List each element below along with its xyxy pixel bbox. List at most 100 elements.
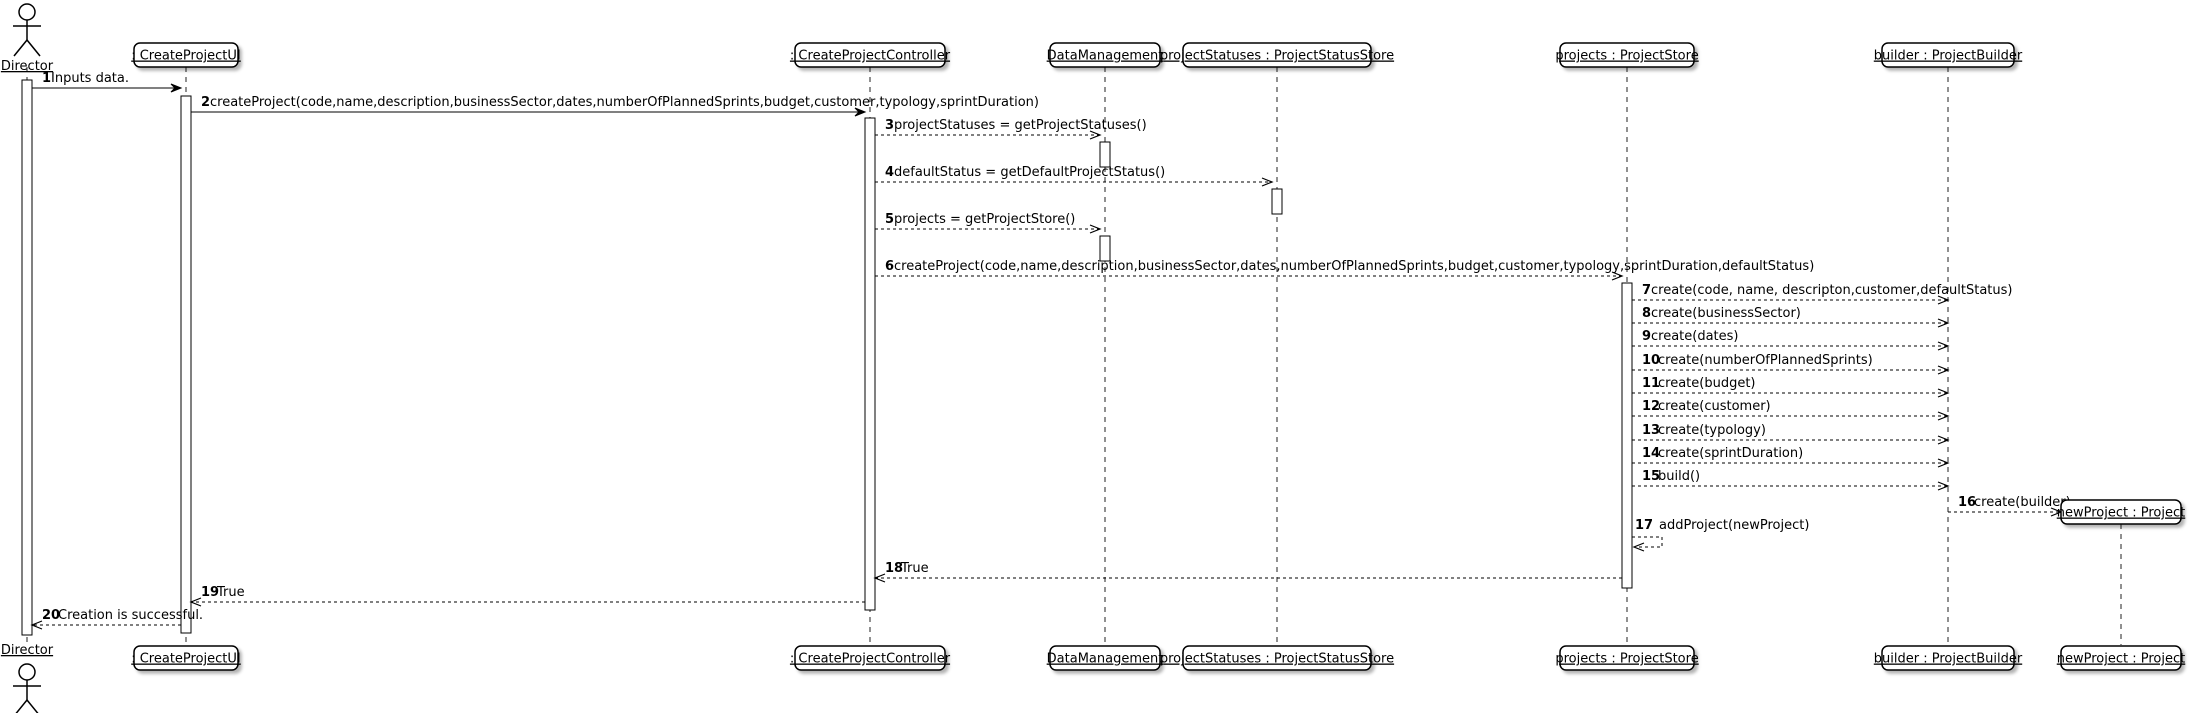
participant-label: projectStatuses : ProjectStatusStore (1160, 49, 1394, 64)
participant-ui: : CreateProjectUI (131, 645, 241, 671)
participant-label: newProject : Project (2057, 652, 2185, 667)
message-number: 13 (1642, 423, 1660, 438)
participant-label: newProject : Project (2057, 506, 2185, 521)
participant-label: DataManagement (1047, 652, 1164, 667)
participant-label: builder : ProjectBuilder (1874, 49, 2023, 64)
message-label: create(customer) (1658, 399, 1771, 414)
message-label: True (900, 561, 929, 576)
message-label: create(numberOfPlannedSprints) (1658, 353, 1873, 368)
message-label: Creation is successful. (58, 608, 203, 623)
message-number: 19 (201, 585, 219, 600)
message-label: projects = getProjectStore() (894, 212, 1075, 227)
message-number: 1 (42, 71, 51, 86)
message-label: create(dates) (1651, 329, 1739, 344)
message-number: 9 (1642, 329, 1651, 344)
participant-dm: DataManagement (1047, 42, 1164, 68)
message-number: 2 (201, 95, 210, 110)
message-number: 3 (885, 118, 894, 133)
actor-director: Director (1, 643, 54, 713)
message-label: createProject(code,name,description,busi… (894, 259, 1814, 274)
message-number: 14 (1642, 446, 1660, 461)
message-number: 6 (885, 259, 894, 274)
participant-label: : CreateProjectController (790, 652, 951, 667)
participant-label: projectStatuses : ProjectStatusStore (1160, 652, 1394, 667)
actor-figure-icon (13, 663, 41, 713)
message-label: build() (1658, 469, 1700, 484)
actor-figure-icon (13, 3, 41, 57)
svg-text:addProject(newProject): addProject(newProject) (1659, 518, 1809, 533)
message-label: create(sprintDuration) (1658, 446, 1803, 461)
message-label: create(code, name, descripton,customer,d… (1651, 283, 2012, 298)
message-label: projectStatuses = getProjectStatuses() (894, 118, 1147, 133)
activation-bar (21, 79, 33, 636)
participant-label: builder : ProjectBuilder (1874, 652, 2023, 667)
message-number: 12 (1642, 399, 1660, 414)
activation-bar (864, 117, 876, 611)
participant-dm: DataManagement (1047, 645, 1164, 671)
participant-builder: builder : ProjectBuilder (1874, 645, 2023, 671)
svg-text:17: 17 (1635, 518, 1653, 533)
participant-controller: : CreateProjectController (790, 42, 951, 68)
message-number: 8 (1642, 306, 1651, 321)
activation-bar (180, 95, 192, 634)
message-label: Inputs data. (51, 71, 129, 86)
participant-ps: projects : ProjectStore (1555, 42, 1699, 68)
message-number: 11 (1642, 376, 1660, 391)
message-number: 16 (1958, 495, 1976, 510)
message-number: 20 (42, 608, 60, 623)
participant-label: : CreateProjectController (790, 49, 951, 64)
participant-newproj: newProject : Project (2057, 645, 2185, 671)
participant-ui: : CreateProjectUI (131, 42, 241, 68)
participant-controller: : CreateProjectController (790, 645, 951, 671)
message-label: create(businessSector) (1651, 306, 1801, 321)
participant-label: projects : ProjectStore (1555, 652, 1698, 667)
participant-label: : CreateProjectUI (131, 49, 241, 64)
participant-pss: projectStatuses : ProjectStatusStore (1160, 645, 1394, 671)
activation-bar (1271, 188, 1283, 215)
participant-newproj: newProject : Project (2057, 499, 2185, 525)
actor-label: Director (1, 643, 54, 658)
message-label: createProject(code,name,description,busi… (210, 95, 1039, 110)
message-label: defaultStatus = getDefaultProjectStatus(… (894, 165, 1165, 180)
message-number: 5 (885, 212, 894, 227)
participant-ps: projects : ProjectStore (1555, 645, 1699, 671)
actor-label: Director (1, 59, 54, 74)
message-number: 15 (1642, 469, 1660, 484)
message-label: create(typology) (1658, 423, 1766, 438)
message-number: 18 (885, 561, 903, 576)
message-label: True (216, 585, 245, 600)
message-label: create(budget) (1658, 376, 1756, 391)
participant-label: : CreateProjectUI (131, 652, 241, 667)
participant-builder: builder : ProjectBuilder (1874, 42, 2023, 68)
activation-bar (1099, 235, 1111, 262)
activation-bar (1099, 141, 1111, 168)
participant-label: DataManagement (1047, 49, 1164, 64)
message-label: create(builder) (1974, 495, 2071, 510)
message-17: 17 addProject(newProject) (1632, 518, 1809, 552)
message-number: 7 (1642, 283, 1651, 298)
participant-pss: projectStatuses : ProjectStatusStore (1160, 42, 1394, 68)
message-number: 10 (1642, 353, 1660, 368)
message-number: 4 (885, 165, 894, 180)
actor-director: Director (1, 3, 54, 74)
participant-label: projects : ProjectStore (1555, 49, 1698, 64)
